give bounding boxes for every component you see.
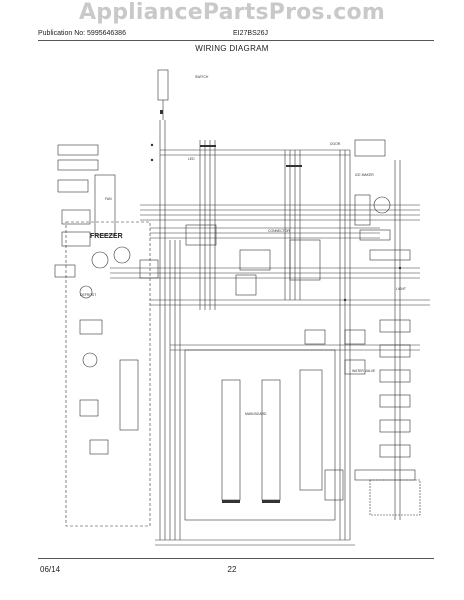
freezer-label: FREEZER [90, 233, 123, 240]
model-number: EI27BS26J [233, 30, 269, 37]
header-rule [38, 40, 434, 41]
svg-text:DOOR: DOOR [330, 142, 341, 146]
svg-text:LIGHT: LIGHT [396, 287, 406, 291]
diagram-title: WIRING DIAGRAM [195, 44, 269, 53]
svg-text:ICE MAKER: ICE MAKER [355, 173, 374, 177]
publication-date: 06/14 [40, 565, 61, 574]
svg-text:SWITCH: SWITCH [195, 75, 209, 79]
watermark: AppliancePartsPros.com [79, 0, 385, 25]
svg-text:LED: LED [188, 157, 195, 161]
svg-text:CONNECTOR: CONNECTOR [268, 229, 290, 233]
svg-text:FAN: FAN [105, 197, 112, 201]
footer-rule [38, 558, 434, 559]
page-number: 22 [227, 565, 237, 574]
publication-number: Publication No: 5995646386 [38, 30, 126, 37]
main-board-label: MAIN BOARD [245, 412, 267, 416]
svg-text:DEFROST: DEFROST [80, 293, 96, 297]
svg-text:WATER VALVE: WATER VALVE [352, 369, 376, 373]
